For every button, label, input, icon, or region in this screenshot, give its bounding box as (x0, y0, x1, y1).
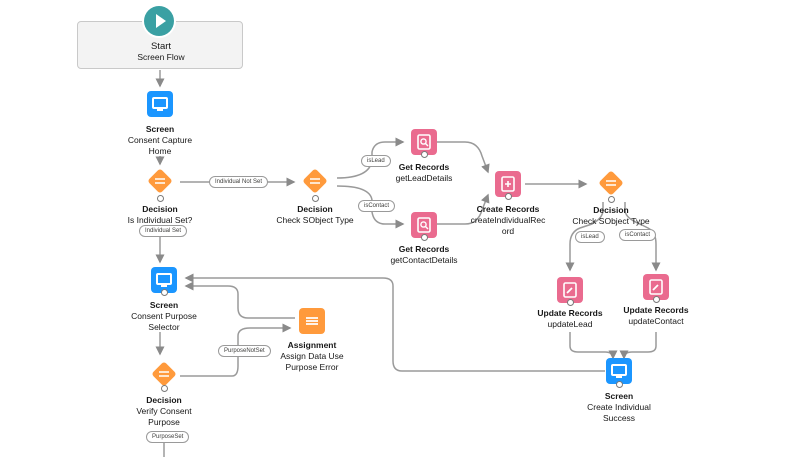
screen-icon[interactable] (151, 267, 177, 293)
connector-dot[interactable] (567, 299, 574, 306)
decision-icon[interactable] (598, 170, 624, 196)
connector-label-purpose-set[interactable]: PurposeSet (146, 431, 190, 443)
screen-icon[interactable] (147, 91, 173, 117)
connector-label-individual-not-set[interactable]: Individual Not Set (209, 176, 269, 188)
node-update-lead: Update Records updateLead (537, 308, 603, 329)
connector-label-is-lead-2[interactable]: isLead (575, 231, 605, 243)
connector-dot[interactable] (505, 193, 512, 200)
connector-label-is-contact-2[interactable]: isContact (619, 229, 657, 241)
decision-icon[interactable] (151, 361, 177, 387)
node-check-sobject-type: Decision Check SObject Type (276, 204, 354, 225)
node-get-lead-details: Get Records getLeadDetails (395, 162, 453, 183)
connector-label-is-lead[interactable]: isLead (361, 155, 391, 167)
start-title: Start (150, 41, 172, 52)
connector-dot[interactable] (421, 234, 428, 241)
node-get-contact-details: Get Records getContactDetails (390, 244, 458, 265)
create-records-icon[interactable] (495, 171, 521, 197)
update-records-icon[interactable] (557, 277, 583, 303)
get-records-icon[interactable] (411, 129, 437, 155)
decision-icon[interactable] (302, 168, 328, 194)
start-node[interactable]: Start Screen Flow (77, 21, 243, 69)
connector-dot[interactable] (653, 296, 660, 303)
node-verify-consent-purpose: Decision Verify Consent Purpose (136, 395, 192, 427)
node-assign-data-use-purpose-error: Assignment Assign Data Use Purpose Error (280, 340, 344, 372)
node-check-sobject-type-2: Decision Check SObject Type (572, 205, 650, 226)
node-create-individual-success: Screen Create Individual Success (587, 391, 651, 423)
connector-dot[interactable] (608, 196, 615, 203)
connector-dot[interactable] (616, 381, 623, 388)
connector-dot[interactable] (161, 385, 168, 392)
update-records-icon[interactable] (643, 274, 669, 300)
node-update-contact: Update Records updateContact (623, 305, 689, 326)
connector-label-purpose-not-set[interactable]: PurposeNotSet (218, 345, 271, 357)
assignment-icon[interactable] (299, 308, 325, 334)
node-create-individual-record: Create Records createIndividualRec ord (470, 204, 546, 236)
node-is-individual-set: Decision Is Individual Set? (127, 204, 193, 225)
get-records-icon[interactable] (411, 212, 437, 238)
screen-icon[interactable] (606, 358, 632, 384)
node-consent-purpose-selector: Screen Consent Purpose Selector (131, 300, 197, 332)
connector-dot[interactable] (161, 289, 168, 296)
play-icon[interactable] (144, 6, 174, 36)
connector-label-individual-set[interactable]: Individual Set (139, 225, 188, 237)
start-subtitle: Screen Flow (137, 52, 185, 62)
connector-dot[interactable] (421, 151, 428, 158)
connector-dot[interactable] (312, 195, 319, 202)
node-consent-capture-home: Screen Consent Capture Home (127, 124, 193, 156)
decision-icon[interactable] (147, 168, 173, 194)
connector-dot[interactable] (157, 195, 164, 202)
connector-label-is-contact[interactable]: isContact (358, 200, 396, 212)
